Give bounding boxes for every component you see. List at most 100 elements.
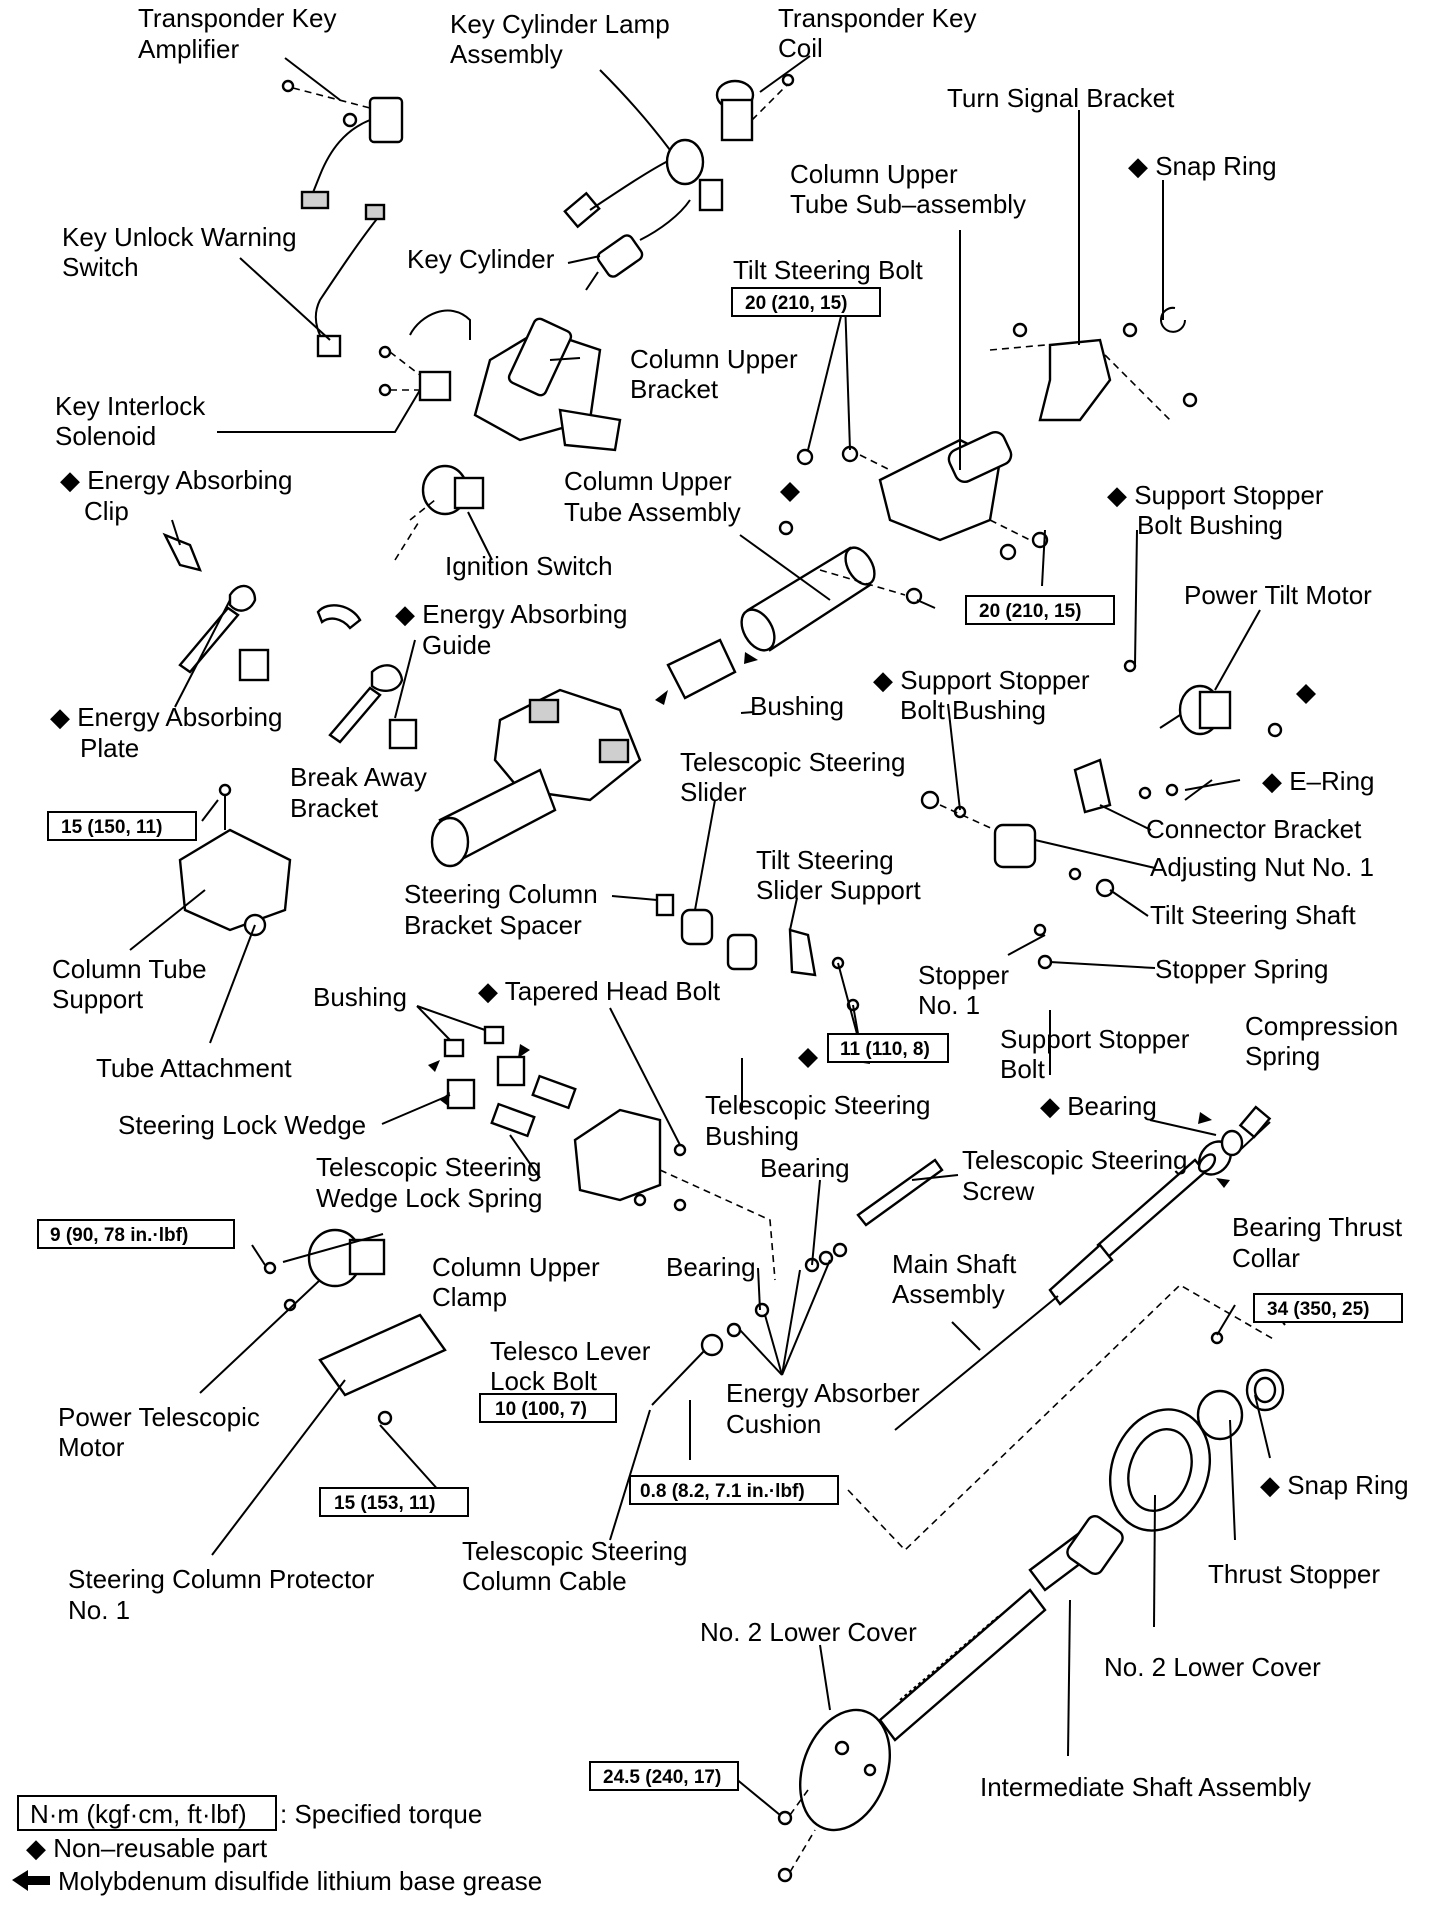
svg-text:20 (210, 15): 20 (210, 15): [979, 601, 1081, 622]
steering-column-protector-part: [318, 1313, 447, 1426]
svg-text:15 (153, 11): 15 (153, 11): [334, 1493, 435, 1514]
column-upper-bracket-part: [378, 309, 622, 452]
label-no2-lower-cover-right: No. 2 Lower Cover: [1104, 1652, 1321, 1682]
grease-arrow-icon: [744, 652, 758, 664]
label-turn-signal-bracket: Turn Signal Bracket: [947, 83, 1175, 113]
grease-arrow-icon: [428, 1060, 440, 1072]
connector-bracket-part: [1073, 758, 1152, 814]
legend: N·m (kgf·cm, ft·lbf) : Specified torque …: [12, 1795, 542, 1896]
ignition-switch-part: [394, 464, 485, 561]
grease-arrow-icon: [655, 690, 668, 705]
diamond-icon: [1296, 684, 1316, 704]
torque-main-shaft: 34 (350, 25): [1253, 1293, 1403, 1323]
telescopic-screw-cable-part: [651, 1158, 944, 1406]
label-ignition-switch: Ignition Switch: [445, 551, 613, 581]
intermediate-shaft-part: [878, 1408, 1212, 1742]
legend-grease: Molybdenum disulfide lithium base grease: [58, 1866, 542, 1896]
svg-text:34 (350, 25): 34 (350, 25): [1267, 1299, 1369, 1320]
label-steering-lock-wedge: Steering Lock Wedge: [118, 1110, 366, 1140]
label-intermediate-shaft-assembly: Intermediate Shaft Assembly: [980, 1772, 1311, 1802]
label-e-ring: ◆ E–Ring: [1262, 766, 1375, 796]
legend-torque-desc: : Specified torque: [280, 1799, 482, 1829]
legend-torque-box: [17, 1795, 277, 1831]
svg-text:24.5 (240, 17): 24.5 (240, 17): [603, 1767, 721, 1788]
no2-lower-cover-part: [777, 1708, 892, 1883]
label-connector-bracket: Connector Bracket: [1146, 814, 1362, 844]
non-reusable-markers: [780, 482, 1316, 1068]
torque-telesco-lever-lock-bolt: 10 (100, 7): [479, 1393, 617, 1423]
grease-arrow-icon: [12, 1870, 50, 1891]
column-tube-support-part: [178, 783, 292, 937]
snap-ring-top-part: [1160, 306, 1186, 333]
label-bearing-lower: Bearing: [666, 1252, 756, 1282]
label-tilt-steering-shaft: Tilt Steering Shaft: [1150, 900, 1356, 930]
svg-text:9 (90, 78 in.·lbf): 9 (90, 78 in.·lbf): [50, 1225, 188, 1246]
torque-tilt-bolt-top: 20 (210, 15): [731, 287, 881, 317]
torque-specs: 20 (210, 15) 20 (210, 15) 15 (150, 11) 1…: [37, 287, 1403, 1791]
power-telescopic-motor-part: [263, 1228, 386, 1312]
label-snap-ring-top: ◆ Snap Ring: [1128, 151, 1277, 181]
grease-arrow-markers: [428, 652, 1230, 1188]
thrust-stopper-part: [1196, 1368, 1285, 1441]
telescopic-slider-part: [655, 893, 860, 1012]
legend-non-reusable: ◆ Non–reusable part: [26, 1833, 268, 1863]
label-tapered-head-bolt: ◆ Tapered Head Bolt: [478, 976, 721, 1006]
bushing-upper-part: [666, 638, 737, 700]
transponder-key-coil-part: [715, 73, 795, 142]
key-cylinder-part: [585, 234, 644, 291]
label-bearing-diamond: ◆ Bearing: [1040, 1091, 1157, 1121]
label-snap-ring-bottom: ◆ Snap Ring: [1260, 1470, 1409, 1500]
column-upper-tube-sub-assembly-part: [796, 431, 1049, 561]
adjusting-nut-group-part: [920, 790, 1115, 970]
label-tube-attachment: Tube Attachment: [96, 1053, 292, 1083]
svg-text:11 (110, 8): 11 (110, 8): [840, 1039, 930, 1060]
grease-arrow-icon: [440, 1092, 450, 1106]
legend-torque-unit: N·m (kgf·cm, ft·lbf): [30, 1799, 247, 1829]
energy-absorbing-clip-part: [162, 532, 202, 572]
torque-column-cable: 0.8 (8.2, 7.1 in.·lbf): [629, 1475, 839, 1505]
turn-signal-bracket-part: [989, 322, 1198, 422]
transponder-key-amplifier-part: [281, 79, 404, 210]
label-adjusting-nut-no1: Adjusting Nut No. 1: [1150, 852, 1374, 882]
key-cylinder-lamp-part: [563, 138, 724, 241]
torque-power-telescopic-motor: 9 (90, 78 in.·lbf): [37, 1219, 235, 1249]
diamond-icon: [798, 1048, 818, 1068]
svg-text:10 (100, 7): 10 (100, 7): [495, 1399, 587, 1420]
leader-lines: [129, 55, 1286, 1816]
label-power-tilt-motor: Power Tilt Motor: [1184, 580, 1372, 610]
wedge-lock-group-part: [443, 1025, 577, 1138]
power-tilt-motor-part: [1123, 659, 1283, 797]
label-stopper-spring: Stopper Spring: [1155, 954, 1328, 984]
label-bushing-upper: Bushing: [750, 691, 844, 721]
energy-absorbing-guide-part: [316, 604, 418, 750]
